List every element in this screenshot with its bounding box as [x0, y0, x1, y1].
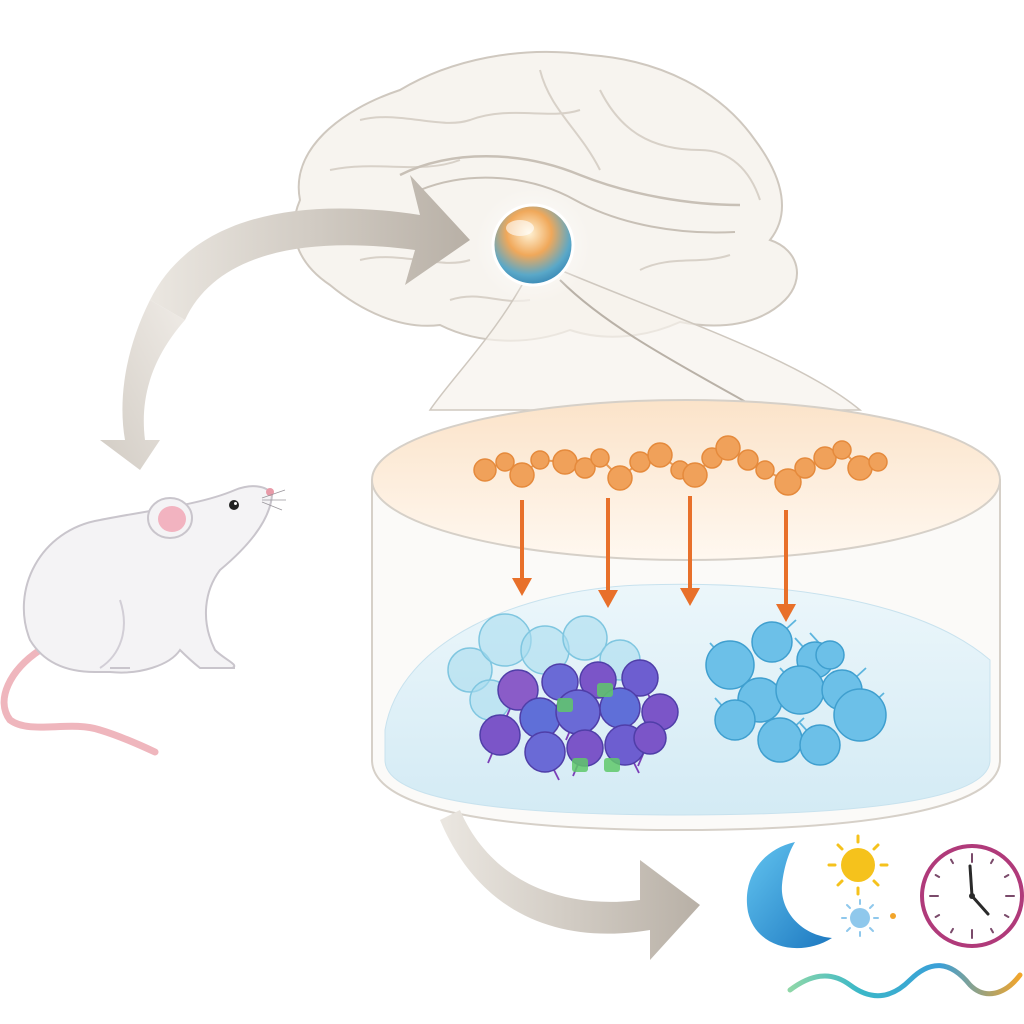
clock-tick [934, 914, 941, 918]
molecule-bead [832, 440, 852, 460]
mouse-body [22, 485, 274, 674]
molecule-bead [774, 468, 802, 496]
molecule-bead [847, 455, 873, 481]
molecule-bead [530, 450, 550, 470]
marker-tag [604, 758, 620, 772]
mouse-nose [266, 488, 274, 496]
active-cell [621, 659, 659, 697]
curved-arrow-icon [440, 810, 700, 960]
molecule-bead [607, 465, 633, 491]
clock-icon [920, 844, 1024, 948]
clock-tick [990, 858, 994, 865]
molecule-bead [509, 462, 535, 488]
molecule-bead [590, 448, 610, 468]
blue-cell-cluster-icon [705, 619, 887, 766]
clock-tick [1003, 914, 1010, 918]
molecule-bead [647, 442, 673, 468]
down-arrow-icon [680, 496, 700, 606]
down-arrow-icon [776, 510, 796, 622]
clock-tick [934, 874, 941, 878]
glowing-nucleus-icon [491, 203, 575, 287]
active-cell [633, 721, 667, 755]
molecule-bead [473, 458, 497, 482]
resting-cell [751, 621, 793, 663]
clock-tick [990, 927, 994, 934]
orange-molecule-chain-icon [473, 435, 888, 496]
mouse-tail [0, 646, 159, 756]
background-cell [562, 615, 608, 661]
resting-cell [799, 724, 841, 766]
curved-arrow-icon [150, 175, 470, 320]
molecule-bead [868, 452, 888, 472]
purple-cell-cluster-icon [447, 613, 679, 781]
projection-funnel [428, 269, 863, 411]
resting-cell [833, 688, 887, 742]
mouse-ear-inner [158, 506, 186, 532]
curved-arrow-icon [100, 300, 185, 470]
molecule-bead [715, 435, 741, 461]
marker-tag [572, 758, 588, 772]
marker-tag [597, 683, 613, 697]
resting-cell [705, 640, 755, 690]
molecule-bead [737, 449, 759, 471]
resting-cell [775, 665, 825, 715]
molecule-bead [495, 452, 515, 472]
moon-sun-clock-icon [746, 834, 1024, 999]
molecule-bead [552, 449, 578, 475]
nucleus-highlight [506, 220, 534, 236]
mouse-eye [229, 500, 239, 510]
funnel-line [559, 279, 761, 411]
resting-cell [757, 717, 803, 763]
molecule-bead [629, 451, 651, 473]
small-sun-icon [841, 899, 896, 937]
clock-tick [950, 858, 954, 865]
sun-icon [827, 834, 889, 896]
molecule-bead [755, 460, 775, 480]
mouse-icon [0, 485, 286, 756]
active-cell [479, 714, 521, 756]
marker-tag [557, 698, 573, 712]
molecule-bead [682, 462, 708, 488]
down-arrow-icon [512, 500, 532, 596]
clock-tick [950, 927, 954, 934]
background-cell [447, 647, 493, 693]
resting-cell [714, 699, 756, 741]
wave-icon [787, 963, 1023, 999]
molecule-bead [813, 446, 837, 470]
clock-tick [1003, 874, 1010, 878]
down-arrow-icon [598, 498, 618, 608]
moon-icon [746, 842, 832, 949]
resting-cell [815, 640, 845, 670]
active-cell [524, 731, 566, 773]
molecule-bead [794, 457, 816, 479]
molecule-bead [574, 457, 596, 479]
active-cell [497, 669, 539, 711]
